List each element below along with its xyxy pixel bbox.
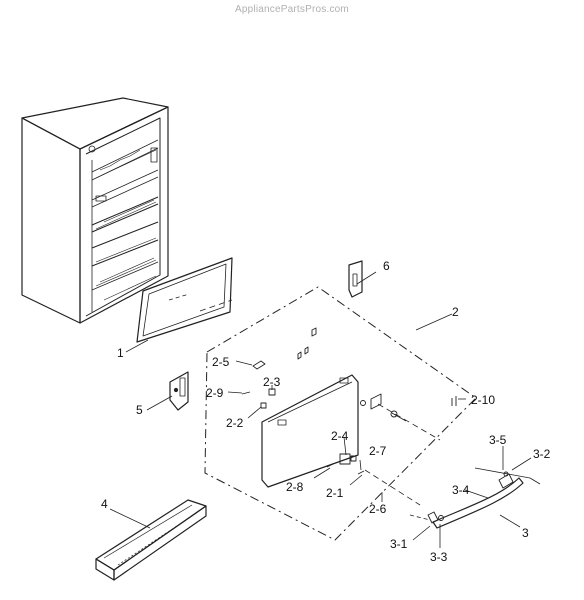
callout-5: 5 bbox=[136, 403, 143, 417]
callout-3-2: 3-2 bbox=[533, 447, 551, 461]
callout-2-6: 2-6 bbox=[369, 502, 387, 516]
callout-2-5: 2-5 bbox=[212, 355, 230, 369]
callout-3-5: 3-5 bbox=[489, 433, 507, 447]
callout-2-10: 2-10 bbox=[471, 393, 495, 407]
refrigerator-cabinet bbox=[21, 97, 169, 324]
callout-2-7: 2-7 bbox=[369, 444, 387, 458]
callout-2-3: 2-3 bbox=[263, 375, 281, 389]
hinge-bracket-5 bbox=[169, 371, 189, 411]
callout-labels: 1 2 3 4 5 6 2-5 2-9 2-3 2-2 2-4 2-7 2-8 … bbox=[101, 259, 551, 564]
door-assembly-outline bbox=[204, 286, 477, 541]
hinge-bracket-6 bbox=[348, 260, 363, 298]
callout-2-9: 2-9 bbox=[206, 386, 224, 400]
callout-2-2: 2-2 bbox=[226, 416, 244, 430]
drawer-handle bbox=[95, 499, 207, 581]
callout-2: 2 bbox=[452, 305, 459, 319]
callout-3-4: 3-4 bbox=[452, 483, 470, 497]
door-panel bbox=[261, 374, 359, 488]
callout-1: 1 bbox=[117, 346, 124, 360]
callout-2-1: 2-1 bbox=[326, 486, 344, 500]
callout-4: 4 bbox=[101, 497, 108, 511]
door-hardware bbox=[241, 327, 457, 475]
watermark: AppliancePartsPros.com bbox=[235, 4, 349, 15]
callout-3-1: 3-1 bbox=[390, 537, 408, 551]
door-handle bbox=[409, 467, 541, 529]
callout-2-4: 2-4 bbox=[331, 429, 349, 443]
callout-3-3: 3-3 bbox=[430, 550, 448, 564]
leader-lines bbox=[109, 271, 532, 548]
alignment-lines bbox=[199, 299, 441, 506]
callout-2-8: 2-8 bbox=[286, 480, 304, 494]
callout-3: 3 bbox=[522, 526, 529, 540]
callout-6: 6 bbox=[383, 259, 390, 273]
door-gasket bbox=[136, 257, 233, 343]
